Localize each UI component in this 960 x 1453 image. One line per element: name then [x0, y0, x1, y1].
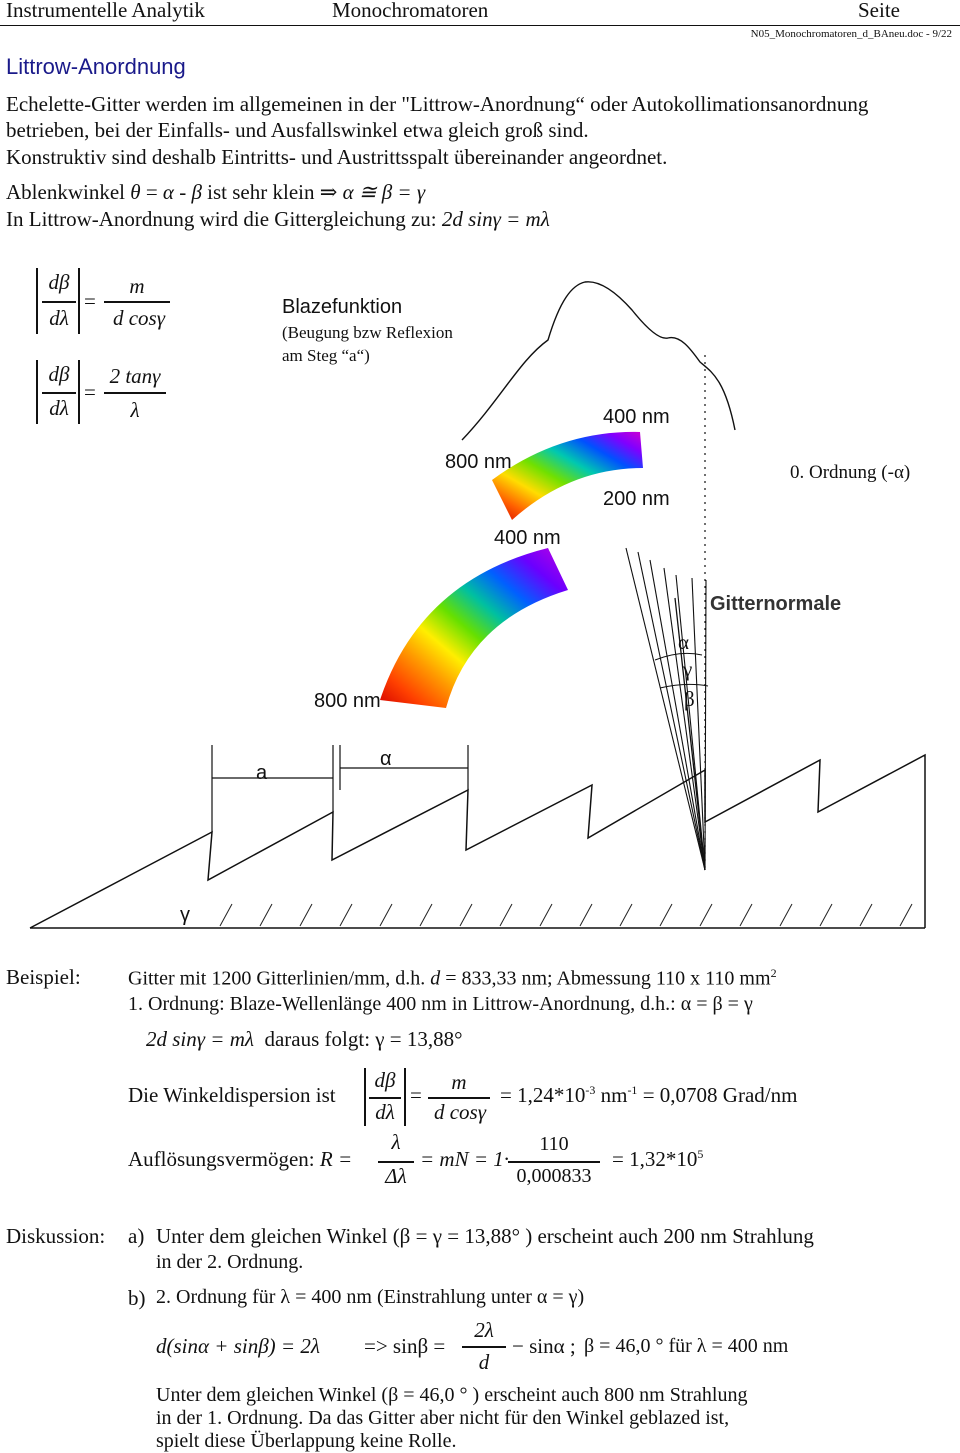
intro-line-2: betrieben, bei der Einfalls- und Ausfall… — [6, 118, 589, 142]
section-title: Littrow-Anordnung — [6, 54, 186, 79]
spectrum-first-order — [380, 548, 568, 708]
intro-line-5: In Littrow-Anordnung wird die Gitterglei… — [6, 207, 550, 231]
implies-arrow-icon: ⇒ — [319, 180, 338, 204]
blaze-sub-1: (Beugung bzw Reflexion — [282, 323, 453, 342]
label-400nm-upper: 400 nm — [603, 406, 670, 428]
grating-equation: 2d sinγ = mλ — [441, 207, 550, 231]
label-angle-gamma: γ — [683, 657, 693, 681]
av-result: = 1,32*105 — [612, 1147, 704, 1171]
spectrum-second-order — [492, 431, 643, 520]
diskussion-b-line-3: Unter dem gleichen Winkel (β = 46,0 ° ) … — [156, 1384, 748, 1406]
label-200nm: 200 nm — [603, 488, 670, 510]
ablenk-text: Ablenkwinkel — [6, 180, 131, 204]
intro-line-1: Echelette-Gitter werden im allgemeinen i… — [6, 92, 869, 116]
grating-hatching — [219, 903, 913, 927]
diskussion-b-line-4: in der 1. Ordnung. Da das Gitter aber ni… — [156, 1407, 730, 1429]
av-label: Auflösungsvermögen: R = — [128, 1147, 353, 1171]
diskussion-a-line-1: Unter dem gleichen Winkel (β = γ = 13,88… — [156, 1224, 814, 1248]
diskussion-a-line-2: in der 2. Ordnung. — [156, 1251, 304, 1273]
blaze-sub-2: am Steg “a“) — [282, 346, 370, 365]
header-rule — [0, 25, 960, 26]
label-base-gamma: γ — [180, 904, 190, 926]
intro-line-4: Ablenkwinkel θ = α - β ist sehr klein ⇒ … — [6, 180, 426, 204]
echelette-grating — [29, 753, 926, 929]
label-400nm-lower: 400 nm — [494, 527, 561, 549]
beispiel-line-1: Gitter mit 1200 Gitterlinien/mm, d.h. d … — [128, 966, 777, 990]
header-file: N05_Monochromatoren_d_BAneu.doc - 9/22 — [750, 28, 952, 40]
wd-label: Die Winkeldispersion ist — [128, 1083, 336, 1107]
label-step-a: a — [256, 762, 268, 784]
label-angle-alpha: α — [678, 630, 690, 654]
diskussion-b-line-1: 2. Ordnung für λ = 400 nm (Einstrahlung … — [156, 1286, 585, 1308]
beispiel-line-2: 1. Ordnung: Blaze-Wellenlänge 400 nm in … — [128, 993, 753, 1015]
intro-line-3: Konstruktiv sind deshalb Eintritts- und … — [6, 145, 668, 169]
header-center: Monochromatoren — [332, 0, 489, 22]
label-800nm-upper: 800 nm — [445, 451, 512, 473]
beispiel-label: Beispiel: — [6, 965, 81, 989]
theta-symbol: θ — [130, 180, 141, 204]
grating-normal-line — [674, 597, 706, 871]
label-zero-order: 0. Ordnung (-α) — [790, 462, 911, 483]
diskussion-b-label: b) — [128, 1286, 146, 1310]
diskussion-a-label: a) — [128, 1224, 145, 1248]
diskussion-label: Diskussion: — [6, 1224, 106, 1248]
label-step-alpha: α — [380, 748, 392, 770]
label-800nm-lower: 800 nm — [314, 690, 381, 712]
beispiel-line-3: 2d sinγ = mλ daraus folgt: γ = 13,88° — [146, 1027, 463, 1051]
label-angle-beta: β — [684, 687, 695, 711]
blaze-curve — [461, 281, 736, 441]
diskussion-b-line-5: spielt diese Überlappung keine Rolle. — [156, 1430, 457, 1452]
label-gitternormale: Gitternormale — [710, 593, 842, 615]
header-left: Instrumentelle Analytik — [6, 0, 205, 22]
blaze-title: Blazefunktion — [282, 296, 403, 318]
header-right: Seite — [858, 0, 900, 22]
wd-result: = 1,24*10-3 nm-1 = 0,0708 Grad/nm — [500, 1083, 798, 1107]
